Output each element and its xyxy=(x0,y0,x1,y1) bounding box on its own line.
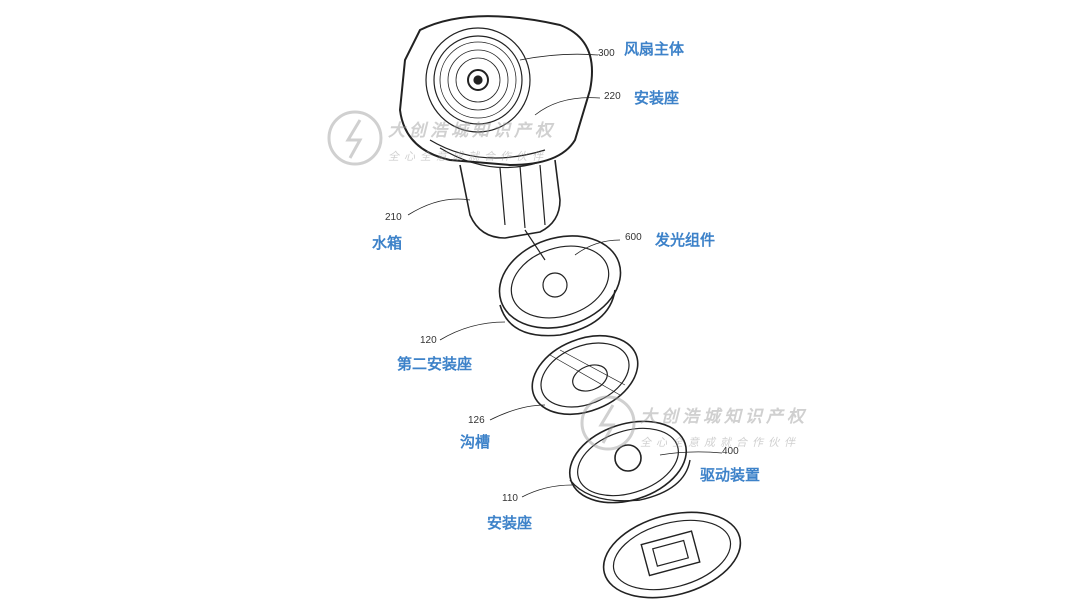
part-number-300: 300 xyxy=(598,48,615,59)
drive-device xyxy=(568,420,691,504)
groove-plate xyxy=(531,334,639,416)
bottom-cover xyxy=(602,511,742,599)
fan-body xyxy=(398,15,593,169)
part-label-second-mount: 第二安装座 xyxy=(397,355,473,373)
part-label-groove: 沟槽 xyxy=(460,433,491,451)
part-label-water-tank: 水箱 xyxy=(372,234,403,252)
watermark-logo xyxy=(327,110,636,451)
part-number-210: 210 xyxy=(385,212,402,223)
part-number-120: 120 xyxy=(420,335,437,346)
part-label-mount-220: 安装座 xyxy=(634,89,680,107)
part-number-220: 220 xyxy=(604,91,621,102)
part-label-fan-body: 风扇主体 xyxy=(624,40,685,58)
watermark-slogan: 全心全意成就合作伙伴 xyxy=(640,436,800,449)
watermark-company: 大创浩城知识产权 xyxy=(388,121,556,141)
leader-lines xyxy=(407,53,723,498)
watermark-slogan: 全心全意成就合作伙伴 xyxy=(388,150,548,163)
part-label-drive-device: 驱动装置 xyxy=(700,466,761,484)
watermark-company: 大创浩城知识产权 xyxy=(640,407,808,427)
part-number-110: 110 xyxy=(502,493,518,504)
part-label-light-assembly: 发光组件 xyxy=(655,231,716,249)
part-label-mount-110: 安装座 xyxy=(487,514,533,532)
part-number-600: 600 xyxy=(625,232,642,243)
light-assembly xyxy=(498,235,622,337)
part-number-400: 400 xyxy=(722,446,739,457)
part-number-126: 126 xyxy=(468,415,485,426)
water-tank xyxy=(459,159,561,261)
